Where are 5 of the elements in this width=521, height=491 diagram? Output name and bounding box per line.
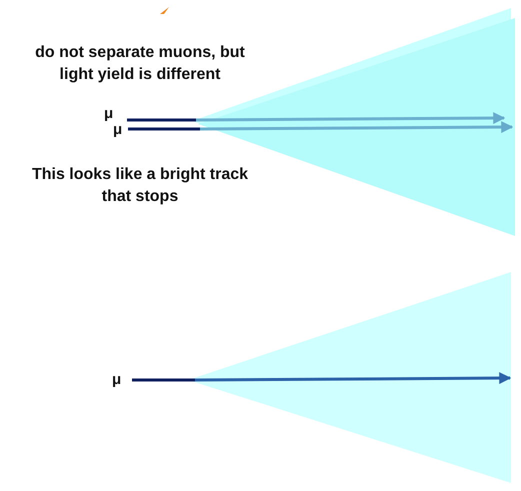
muon-symbol: μ (112, 372, 122, 387)
note-text: This looks like a bright track that stops (30, 165, 250, 207)
muon-symbol: μ (113, 122, 122, 137)
note-text: do not separate muons, but light yield is different (34, 43, 246, 85)
muon-symbol: μ (104, 106, 114, 121)
